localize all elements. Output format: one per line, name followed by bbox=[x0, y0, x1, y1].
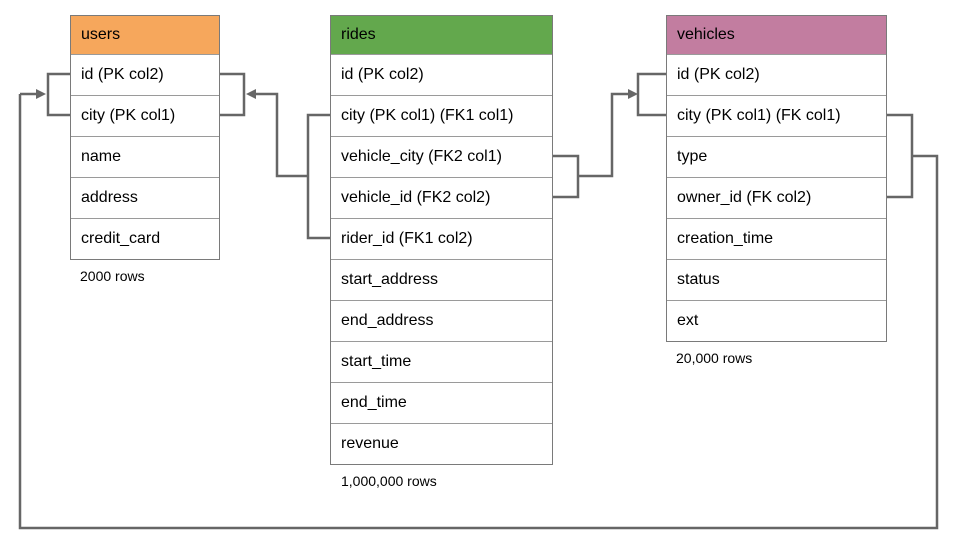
rides-column-id: id (PK col2) bbox=[331, 54, 552, 95]
table-users: users id (PK col2) city (PK col1) name a… bbox=[70, 15, 220, 260]
rides-column-revenue: revenue bbox=[331, 423, 552, 464]
rides-to-vehicles-arrowhead bbox=[628, 89, 638, 99]
vehicles-row-count: 20,000 rows bbox=[676, 350, 753, 366]
vehicles-column-id: id (PK col2) bbox=[667, 54, 886, 95]
users-right-bracket bbox=[220, 72, 246, 117]
vehicles-column-creation-time: creation_time bbox=[667, 218, 886, 259]
rides-column-vehicle-id: vehicle_id (FK2 col2) bbox=[331, 177, 552, 218]
rides-to-users-arrowhead bbox=[246, 89, 256, 99]
rides-to-vehicles-line bbox=[578, 92, 629, 178]
vehicles-right-bracket bbox=[887, 113, 914, 199]
vehicles-to-users-loop-line bbox=[18, 94, 939, 530]
users-column-id: id (PK col2) bbox=[71, 54, 219, 95]
users-row-count: 2000 rows bbox=[80, 268, 145, 284]
users-column-city: city (PK col1) bbox=[71, 95, 219, 136]
vehicles-column-status: status bbox=[667, 259, 886, 300]
rides-column-end-time: end_time bbox=[331, 382, 552, 423]
rides-column-start-time: start_time bbox=[331, 341, 552, 382]
rides-column-vehicle-city: vehicle_city (FK2 col1) bbox=[331, 136, 552, 177]
table-vehicles-header: vehicles bbox=[667, 16, 886, 54]
users-column-name: name bbox=[71, 136, 219, 177]
users-column-credit-card: credit_card bbox=[71, 218, 219, 259]
table-vehicles: vehicles id (PK col2) city (PK col1) (FK… bbox=[666, 15, 887, 342]
vehicles-column-owner-id: owner_id (FK col2) bbox=[667, 177, 886, 218]
users-column-address: address bbox=[71, 177, 219, 218]
table-rides-header: rides bbox=[331, 16, 552, 54]
vehicles-column-type: type bbox=[667, 136, 886, 177]
rides-left-bracket bbox=[306, 113, 330, 240]
vehicles-column-ext: ext bbox=[667, 300, 886, 341]
rides-column-start-address: start_address bbox=[331, 259, 552, 300]
rides-column-end-address: end_address bbox=[331, 300, 552, 341]
vehicles-left-bracket bbox=[636, 72, 666, 117]
rides-right-bracket bbox=[553, 154, 580, 199]
rides-to-users-line bbox=[255, 92, 308, 178]
table-rides: rides id (PK col2) city (PK col1) (FK1 c… bbox=[330, 15, 553, 465]
users-left-bracket bbox=[46, 72, 70, 117]
vehicles-column-city: city (PK col1) (FK col1) bbox=[667, 95, 886, 136]
table-users-header: users bbox=[71, 16, 219, 54]
vehicles-to-users-arrowhead bbox=[36, 89, 46, 99]
rides-row-count: 1,000,000 rows bbox=[341, 473, 437, 489]
rides-column-city: city (PK col1) (FK1 col1) bbox=[331, 95, 552, 136]
rides-column-rider-id: rider_id (FK1 col2) bbox=[331, 218, 552, 259]
